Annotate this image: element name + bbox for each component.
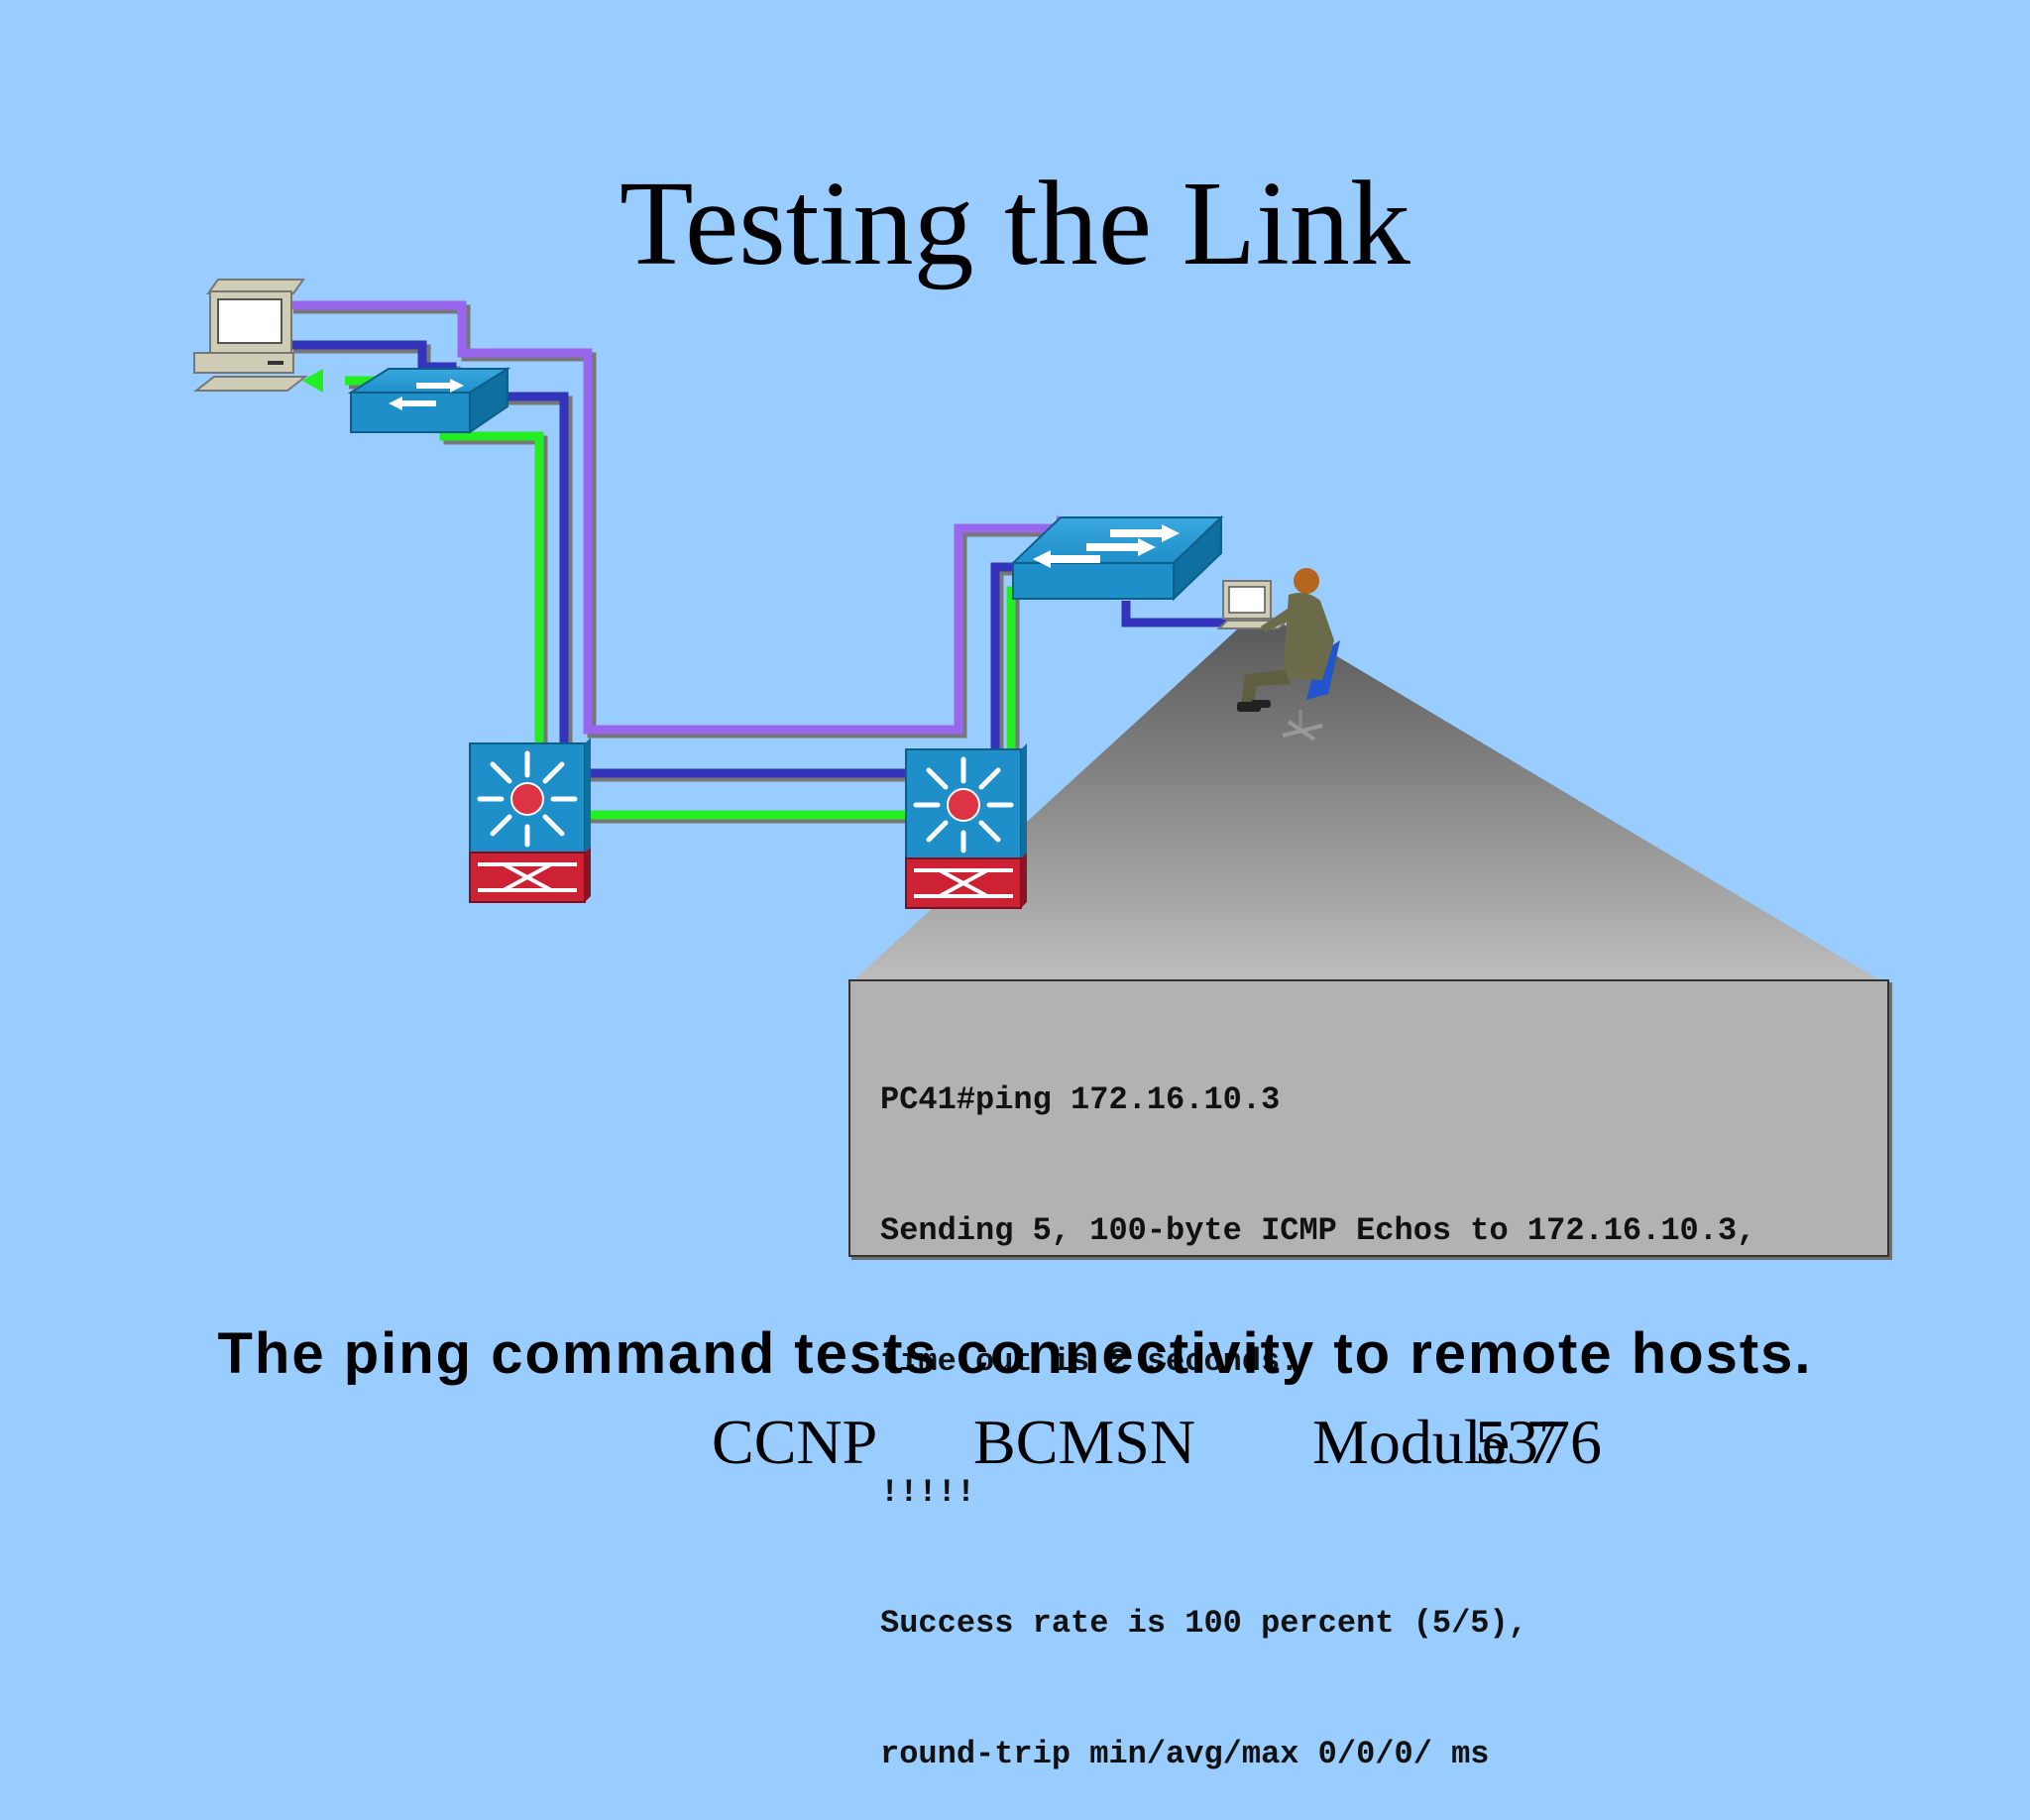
console-line: round-trip min/avg/max 0/0/0/ ms <box>880 1736 1490 1772</box>
pc-icon <box>193 279 308 392</box>
green-link <box>345 376 906 820</box>
green-link-2 <box>1006 586 1072 757</box>
workgroup-switch-icon <box>1010 514 1224 602</box>
console-line: Success rate is 100 percent (5/5), <box>880 1605 1527 1642</box>
footer-page-number: 5376 <box>1475 1407 1602 1477</box>
footer-course: CCNP <box>712 1407 878 1477</box>
console-line: PC41#ping 172.16.10.3 <box>880 1081 1281 1118</box>
green-link-2-shadow <box>1010 590 1076 761</box>
blue-link-3 <box>1121 601 1229 627</box>
slide-title: Testing the Link <box>620 157 1410 290</box>
footer-module: Module 7 <box>1312 1407 1558 1477</box>
multilayer-switch-icon <box>469 738 591 903</box>
user-at-workstation-icon <box>1216 568 1340 741</box>
footer-subject: BCMSN <box>973 1407 1196 1477</box>
ping-output-console: PC41#ping 172.16.10.3 Sending 5, 100-byt… <box>848 979 1889 1772</box>
console-line: !!!!! <box>880 1474 976 1511</box>
zoom-beam <box>854 610 1878 979</box>
access-switch-icon <box>347 367 511 434</box>
console-line: Sending 5, 100-byte ICMP Echos to 172.16… <box>880 1212 1756 1249</box>
green-arrow-head <box>302 369 323 393</box>
multilayer-switch-icon-2 <box>905 743 1027 909</box>
network-diagram <box>193 279 1878 979</box>
console-line: time out is 2 seconds: <box>880 1343 1299 1380</box>
purple-link <box>289 300 1067 735</box>
green-link-shadow <box>349 380 910 824</box>
slide-caption: The ping command tests connectivity to r… <box>217 1321 1813 1386</box>
